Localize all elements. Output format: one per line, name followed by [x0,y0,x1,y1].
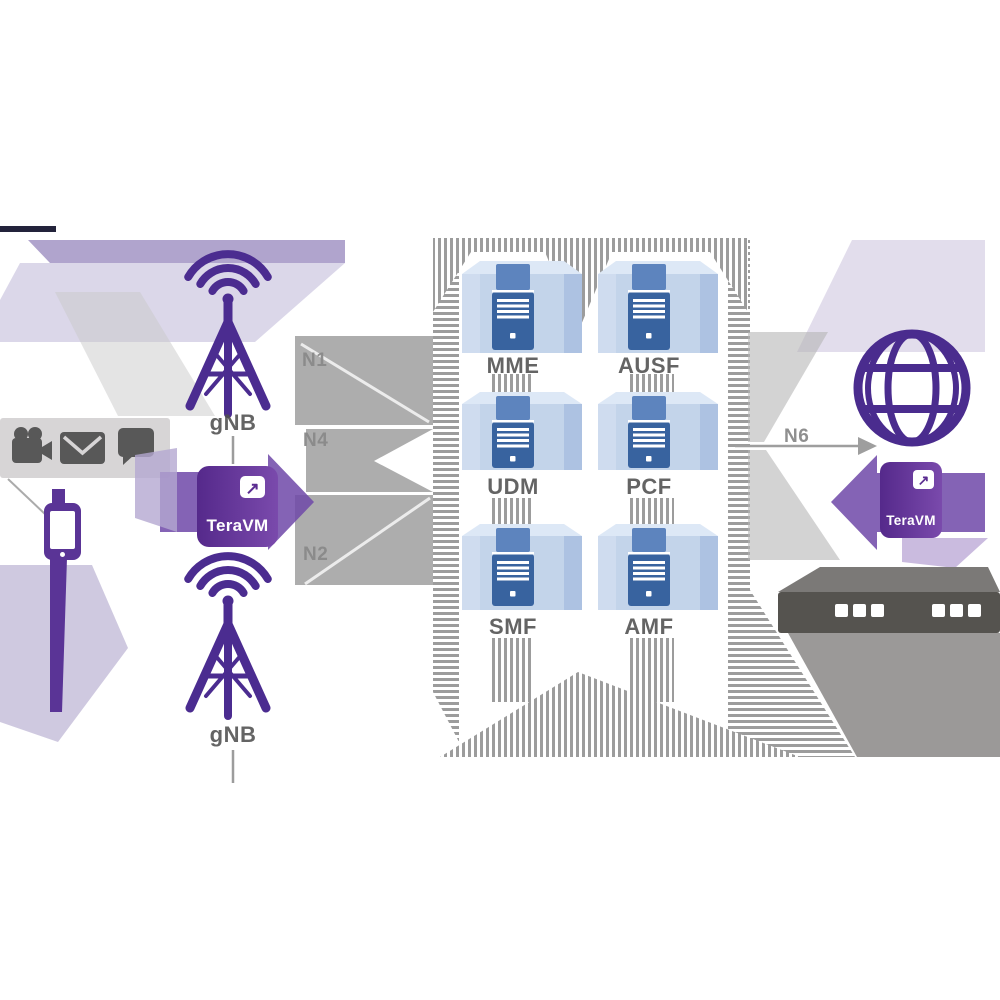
ue-device-line [7,478,47,516]
teravm-logo-icon [240,476,265,498]
striped-band-left [433,238,459,742]
striped-stub [630,638,674,702]
smartwatch-icon [44,489,81,712]
pcf-label: PCF [626,474,672,499]
striped-band-top [433,238,748,252]
n4-label: N4 [303,430,329,451]
gnb-tower-1 [184,250,272,418]
striped-stub [490,498,534,526]
n1-label: N1 [302,350,328,371]
server-node-smf [462,524,582,610]
amf-label: AMF [624,614,674,639]
gray-plate-n4 [306,429,433,492]
lavender-wash-top-right [797,240,985,352]
router-icon [778,567,1000,633]
n6-label: N6 [784,426,810,447]
gnb2-label: gNB [209,722,257,747]
router-leds [835,604,981,617]
watch-strap [50,558,67,712]
teravm-left-label: TeraVM [206,516,269,535]
gray-wedge-n6-top [748,332,828,442]
email-icon [60,432,105,464]
gray-shadow-under-router [788,633,1000,757]
teravm-left: ↗ [135,448,314,550]
internet-globe-icon [853,329,971,447]
teravm-right: ↗ [831,455,988,568]
lavender-band-top-left [28,240,345,263]
tower-lattice [185,316,271,418]
lavender-chip [902,538,988,568]
striped-notch-right [710,252,748,312]
server-node-udm [462,392,582,470]
gnb1-label: gNB [209,410,257,435]
n6-arrowhead [858,437,877,455]
striped-band-right [728,238,855,757]
n2-line [304,496,431,586]
teravm-logo-glyph: ↗ [918,472,930,488]
smf-label: SMF [489,614,537,639]
core-nodes [462,261,718,610]
server-node-amf [598,524,718,610]
ue-group [0,418,170,712]
udm-label: UDM [487,474,539,499]
n2-label: N2 [303,544,329,565]
wifi-signal-icon [208,278,248,295]
chat-bubble-icon [118,428,154,465]
lavender-wedge-left [0,263,345,342]
server-node-pcf [598,392,718,470]
interface-lines [7,342,877,783]
wifi-signal-icon [208,580,248,597]
ausf-label: AUSF [618,353,680,378]
gray-wedge-n6-bottom [748,450,840,560]
teravm-right-label: TeraVM [886,513,936,528]
striped-stub [490,638,534,702]
background-shapes [0,226,1000,757]
lavender-wedge-bottom-left [0,565,128,742]
server-node-ausf [598,261,718,353]
striped-notch-left [433,252,471,312]
teravm-logo-glyph: ↗ [245,479,259,498]
n1-line [300,342,430,424]
striped-triangle-bottom [440,672,800,757]
striped-stub [630,498,674,526]
top-left-line [0,226,56,232]
tower-lattice [185,618,271,720]
video-camera-icon [12,427,52,463]
gray-wash-left [55,292,215,416]
teravm-logo-icon [913,470,934,489]
mme-label: MME [486,353,540,378]
striped-stub [490,374,534,394]
gnb-tower-2 [184,552,272,720]
striped-stub [630,374,674,394]
lavender-chip [135,448,177,532]
server-node-mme [462,261,582,353]
